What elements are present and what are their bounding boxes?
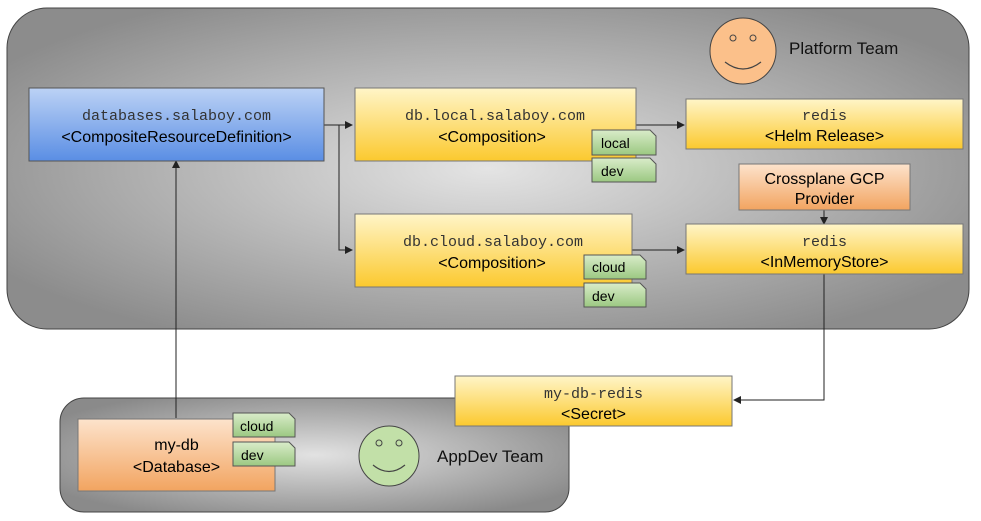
tag-cloud: cloud [583, 254, 647, 280]
composition-cloud-box[interactable]: db.cloud.salaboy.com <Composition> [354, 213, 633, 288]
database-kind: <Database> [133, 459, 220, 476]
helm-release-box[interactable]: redis <Helm Release> [685, 98, 964, 150]
in-memory-store-box[interactable]: redis <InMemoryStore> [685, 223, 964, 275]
composition-local-box[interactable]: db.local.salaboy.com <Composition> [354, 87, 637, 162]
database-name: my-db [154, 437, 199, 454]
helm-release-kind: <Helm Release> [765, 128, 884, 145]
xrd-name: databases.salaboy.com [82, 108, 271, 125]
arrow-memstore-to-secret [733, 274, 825, 404]
secret-name: my-db-redis [544, 386, 643, 403]
composition-local-name: db.local.salaboy.com [405, 108, 585, 125]
tag-local: local [591, 129, 657, 156]
tag-cloud-dev-label: dev [592, 288, 615, 304]
tag-database-dev-label: dev [241, 447, 264, 463]
tag-cloud-label: cloud [592, 259, 625, 275]
tag-database-cloud: cloud [232, 412, 296, 438]
tag-database-dev: dev [232, 441, 296, 467]
tag-cloud-dev: dev [583, 282, 647, 308]
helm-release-name: redis [802, 108, 847, 125]
secret-box[interactable]: my-db-redis <Secret> [454, 375, 733, 427]
crossplane-gcp-provider-box[interactable]: Crossplane GCP Provider [738, 163, 911, 211]
tag-local-label: local [601, 135, 630, 151]
composition-local-kind: <Composition> [438, 129, 546, 146]
tag-database-cloud-label: cloud [240, 418, 273, 434]
appdev-team-label: AppDev Team [437, 447, 543, 466]
smiley-face-icon [358, 425, 420, 487]
xrd-kind: <CompositeResourceDefinition> [61, 129, 291, 146]
arrow-xrd-to-comp-cloud [324, 124, 353, 254]
smiley-face-icon [709, 17, 777, 85]
tag-local-dev: dev [591, 157, 657, 183]
in-memory-store-kind: <InMemoryStore> [760, 254, 888, 271]
composition-cloud-name: db.cloud.salaboy.com [403, 234, 583, 251]
tag-local-dev-label: dev [601, 163, 624, 179]
secret-kind: <Secret> [561, 406, 626, 423]
platform-team-label: Platform Team [789, 39, 898, 58]
xrd-box[interactable]: databases.salaboy.com <CompositeResource… [28, 87, 325, 162]
provider-line2: Provider [795, 191, 855, 208]
connectors [172, 121, 828, 418]
in-memory-store-name: redis [802, 234, 847, 251]
composition-cloud-kind: <Composition> [438, 255, 546, 272]
provider-line1: Crossplane GCP [764, 171, 884, 188]
